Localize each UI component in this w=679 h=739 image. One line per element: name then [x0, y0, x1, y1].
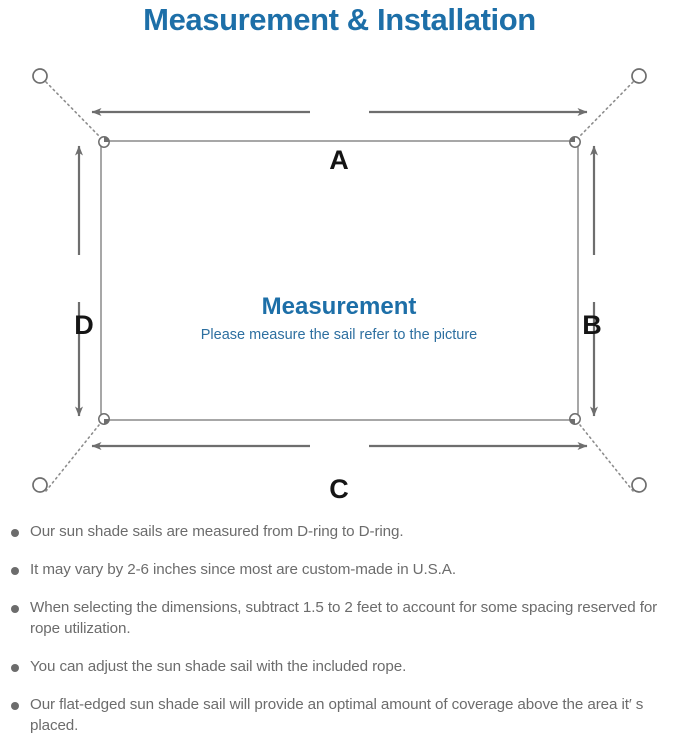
note-text: Our flat-edged sun shade sail will provi…: [30, 695, 644, 734]
sail-body: [100, 140, 579, 421]
anchor-point-top-left: [32, 68, 48, 84]
note-text: When selecting the dimensions, subtract …: [30, 598, 658, 637]
anchor-point-bottom-right: [631, 477, 647, 493]
rope-top-left: [45, 81, 100, 137]
note-text: It may vary by 2-6 inches since most are…: [30, 560, 456, 578]
list-item: Our flat-edged sun shade sail will provi…: [0, 695, 679, 737]
webbing-top-left: [104, 137, 109, 142]
rope-top-right: [579, 81, 634, 137]
bullet-icon: [11, 529, 19, 537]
diagram-svg: [32, 68, 647, 493]
dimension-label-A: A: [329, 145, 349, 175]
anchor-point-bottom-left: [32, 477, 48, 493]
list-item: It may vary by 2-6 inches since most are…: [0, 560, 679, 581]
list-item: Our sun shade sails are measured from D-…: [0, 522, 679, 543]
webbing-top-right: [570, 137, 575, 142]
bullet-icon: [11, 566, 19, 575]
list-item: You can adjust the sun shade sail with t…: [0, 657, 679, 678]
rope-lines: [45, 81, 634, 492]
webbing-bottom-right: [570, 419, 575, 424]
sail-heading: Measurement: [261, 293, 417, 320]
dimension-label-B: B: [582, 310, 602, 340]
bullet-icon: [11, 701, 19, 710]
notes-list: Our sun shade sails are measured from D-…: [0, 522, 679, 737]
rope-bottom-right: [579, 424, 634, 492]
note-text: Our sun shade sails are measured from D-…: [30, 523, 404, 540]
bullet-icon: [11, 663, 19, 672]
rope-bottom-left: [45, 424, 100, 492]
page-title: Measurement & Installation: [143, 2, 536, 37]
sail-subheading: Please measure the sail refer to the pic…: [200, 327, 478, 343]
list-item: When selecting the dimensions, subtract …: [0, 598, 679, 640]
d-ring-webbing: [104, 137, 575, 424]
note-text: You can adjust the sun shade sail with t…: [30, 657, 407, 675]
sail-measurement-diagram: Measurement Please measure the sail refe…: [0, 48, 679, 510]
dimension-label-C: C: [329, 474, 349, 504]
dimension-label-D: D: [74, 310, 94, 340]
bullet-icon: [11, 604, 19, 613]
anchor-points: [32, 68, 647, 493]
dimension-arrows: [75, 108, 598, 450]
anchor-point-top-right: [631, 68, 647, 84]
webbing-bottom-left: [104, 419, 109, 424]
